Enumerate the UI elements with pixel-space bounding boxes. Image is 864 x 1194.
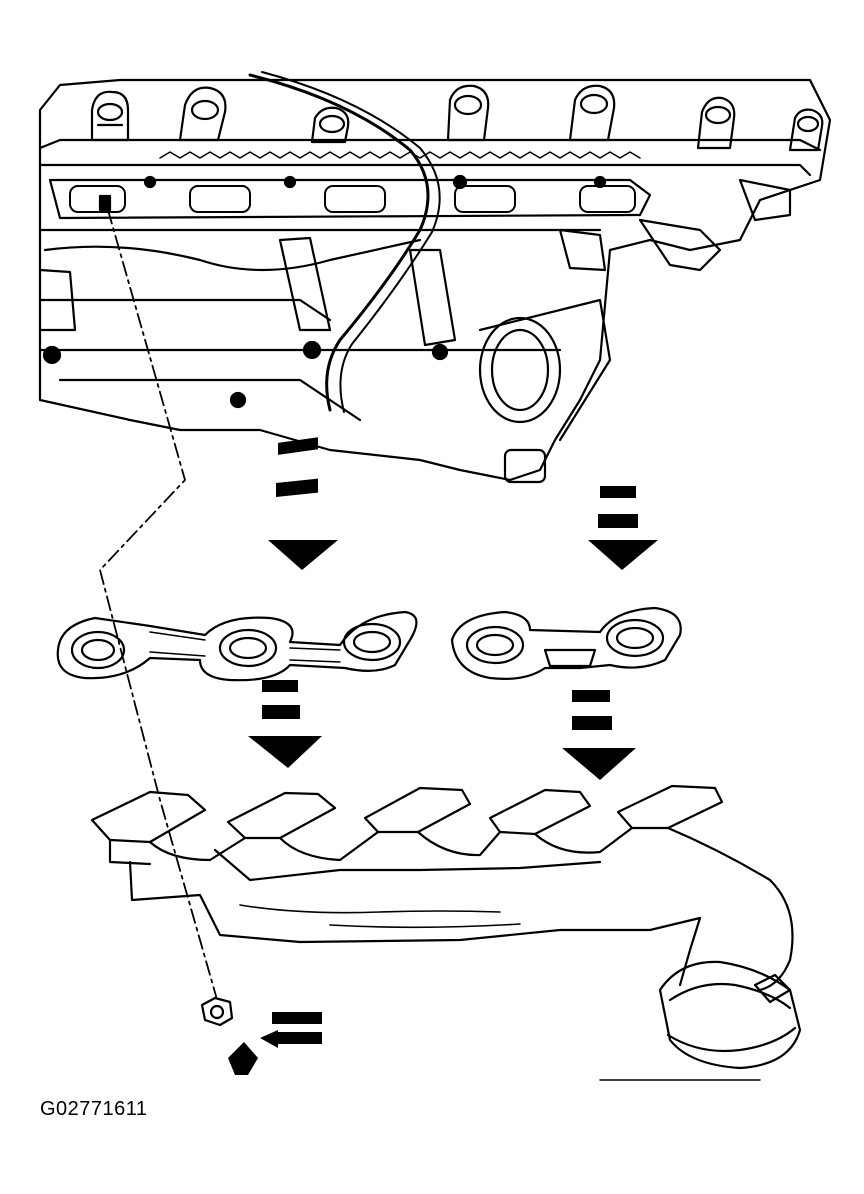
arrow-left-icon — [260, 1012, 322, 1048]
arrow-down-icon — [248, 680, 322, 768]
coil-boot-7 — [788, 108, 824, 152]
coil-boot-2 — [178, 86, 227, 142]
manifold-port-flange-4 — [488, 788, 592, 836]
coil-boot-6 — [696, 96, 736, 150]
engine-block — [38, 71, 832, 484]
manifold-port-flange-3 — [363, 786, 472, 834]
arrow-down-icon — [562, 690, 636, 780]
manifold-outlet — [658, 960, 802, 1070]
dipstick-tube — [248, 73, 430, 412]
exhaust-outlet-flange — [478, 298, 612, 484]
manifold-port-flange-5 — [616, 784, 724, 830]
figure-id-label: G02771611 — [40, 1098, 148, 1120]
manifold-port-flange-1 — [90, 790, 207, 866]
manifold-stud-icon — [228, 1042, 258, 1075]
coil-boot-4 — [446, 84, 490, 142]
coil-boot-1 — [90, 90, 130, 142]
manifold-port-flange-2 — [226, 791, 337, 840]
stud-alignment-guide-line — [99, 209, 221, 1011]
coil-boot-3 — [310, 106, 350, 144]
coil-boot-5 — [568, 84, 616, 142]
manifold-nut-icon — [200, 996, 234, 1027]
left-exhaust-gasket — [56, 610, 418, 682]
arrow-down-icon — [268, 437, 338, 570]
exhaust-manifold — [90, 784, 802, 1070]
arrow-down-icon — [588, 486, 658, 570]
right-exhaust-gasket — [450, 606, 682, 680]
